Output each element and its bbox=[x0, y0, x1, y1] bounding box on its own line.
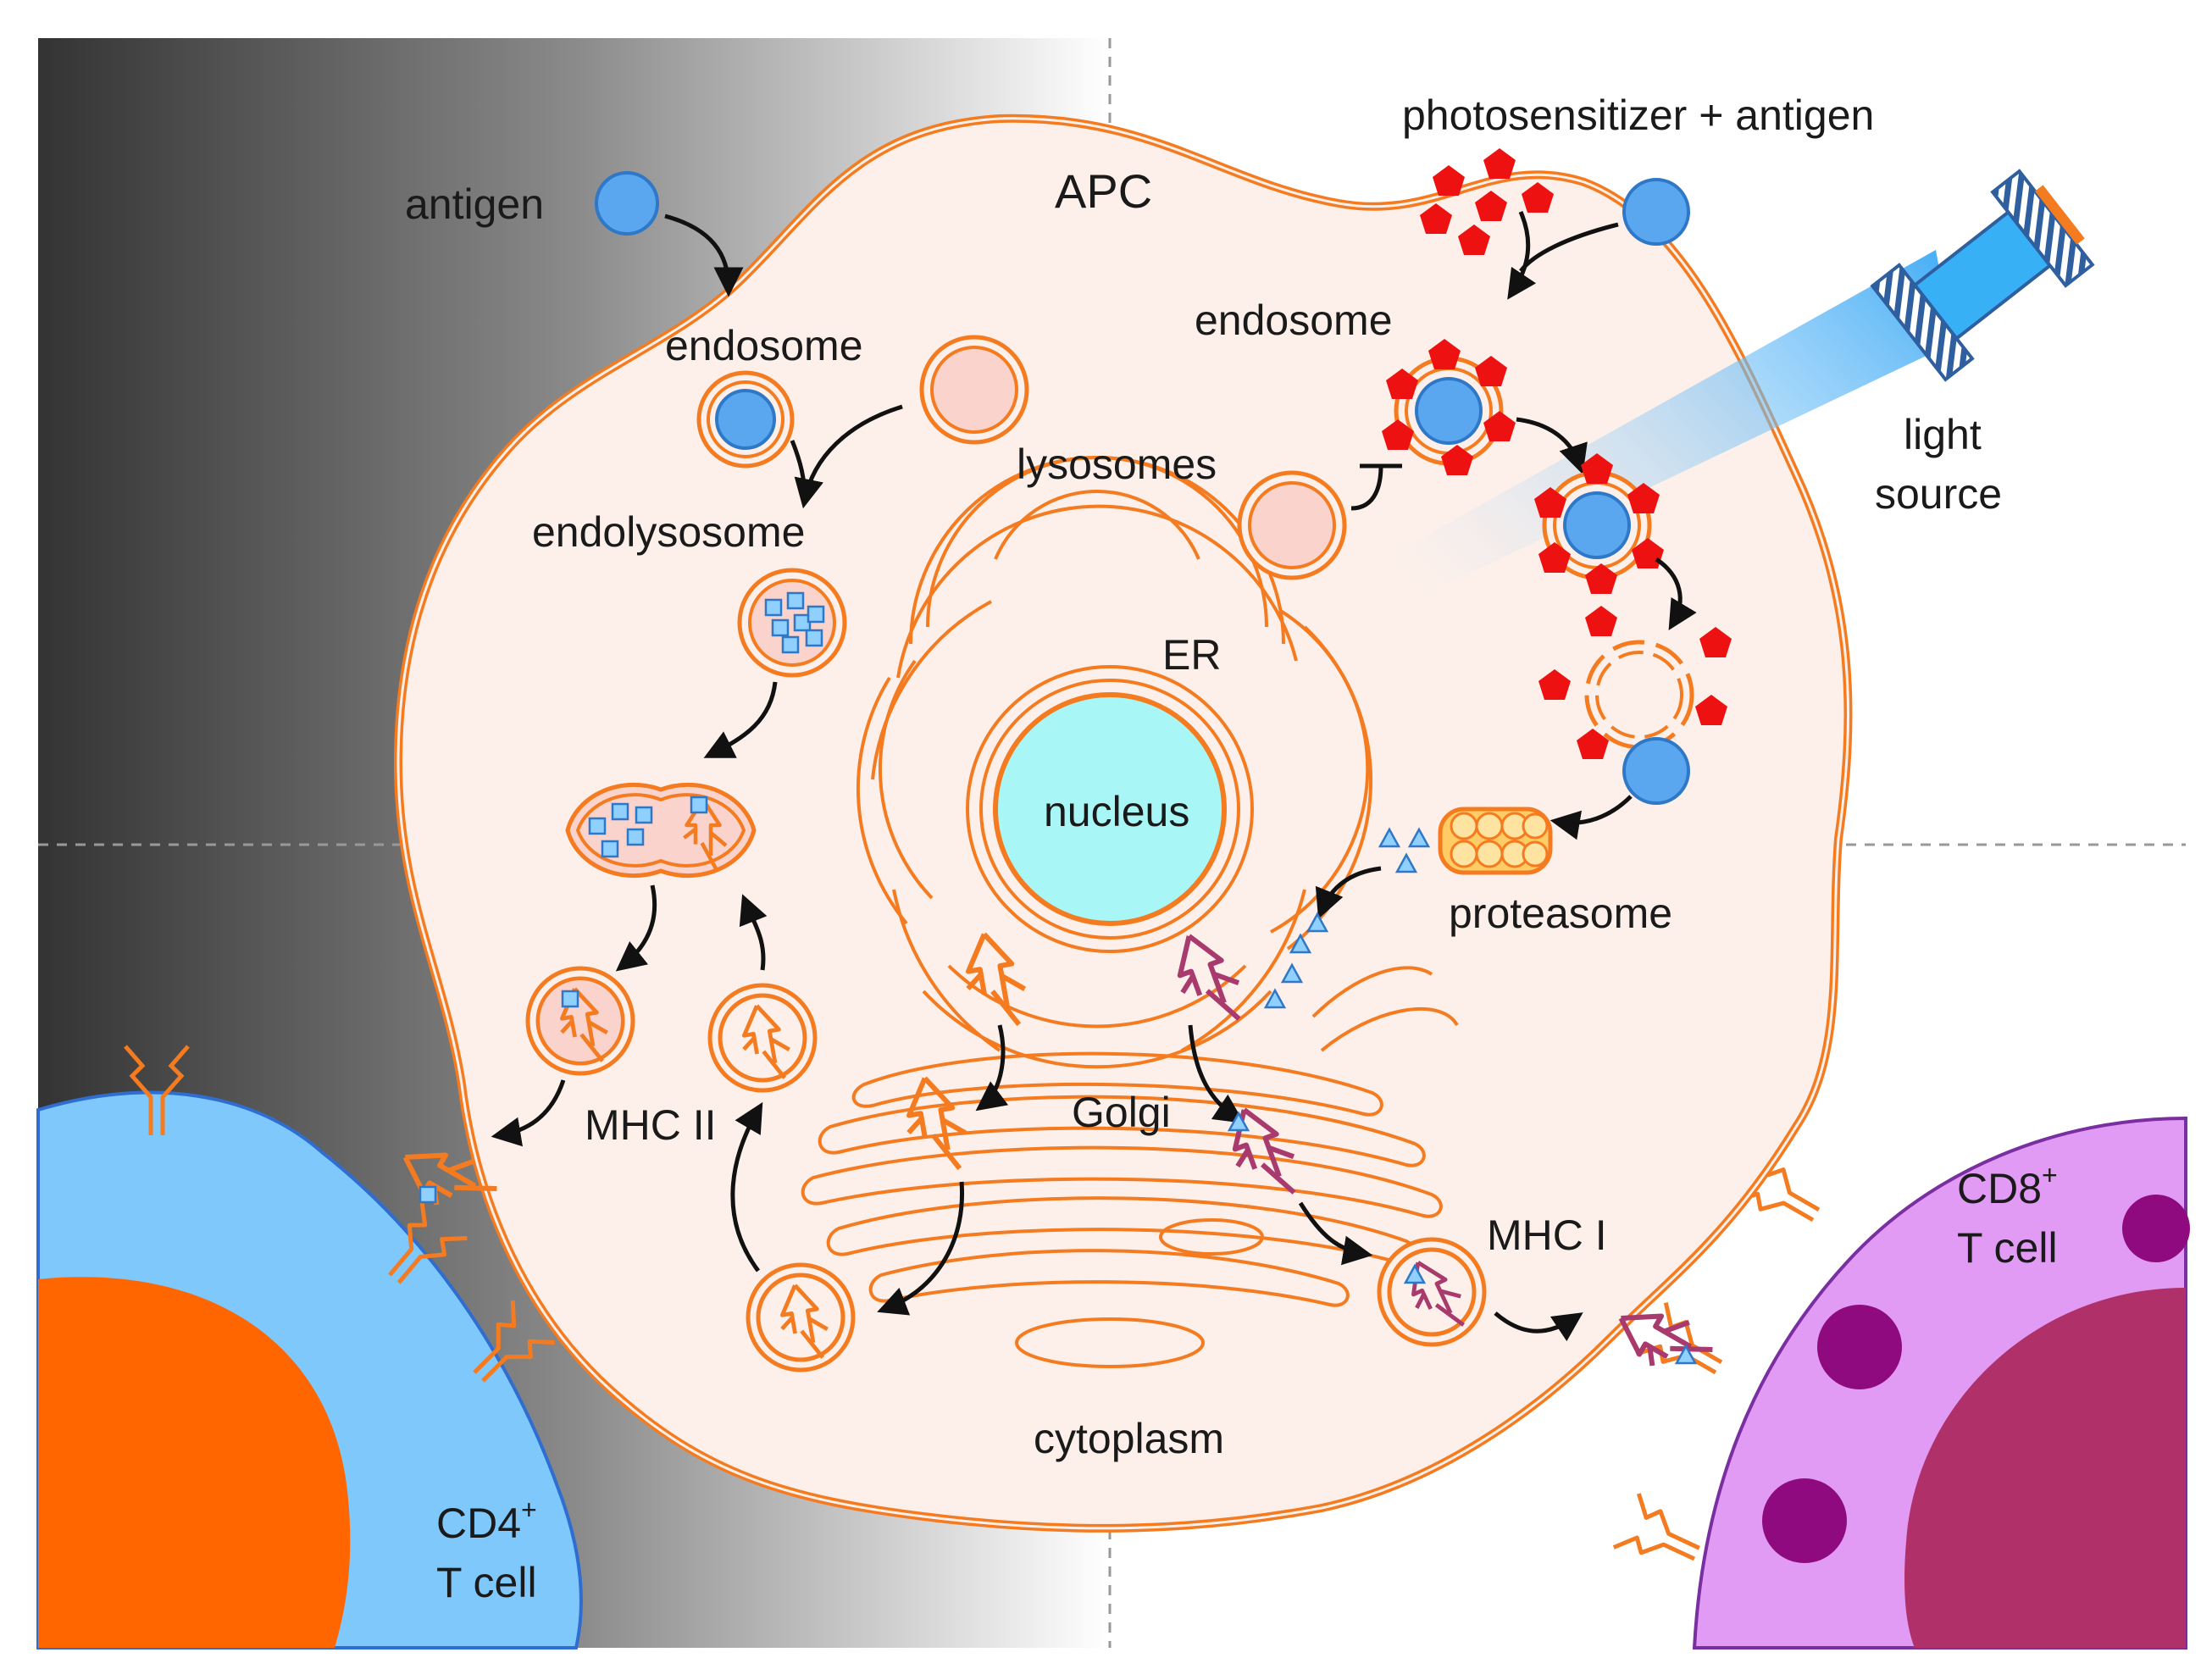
arrow-recycle-up bbox=[739, 894, 768, 971]
proteasome bbox=[1438, 807, 1553, 875]
arrow-ps-rupture bbox=[1655, 557, 1697, 631]
arrow-to-proteasome bbox=[1550, 795, 1633, 840]
arrow-golgi-to-vesicle bbox=[877, 1181, 965, 1316]
lysosome-left bbox=[919, 335, 1029, 445]
label-lysosomes: lysosomes bbox=[1017, 441, 1217, 488]
label-proteasome: proteasome bbox=[1449, 890, 1672, 937]
arrow-golgi-to-mhc2 bbox=[730, 1101, 763, 1272]
mhc2-vesicle bbox=[710, 985, 815, 1090]
cd8-tcr-3 bbox=[1614, 1494, 1710, 1580]
arrow-mhc1-to-surface bbox=[1494, 1311, 1583, 1342]
cd8-granule bbox=[1762, 1478, 1847, 1563]
label-endolysosome: endolysosome bbox=[532, 508, 805, 556]
mhc2-loaded-vesicle bbox=[528, 968, 633, 1073]
label-endosome-right: endosome bbox=[1195, 297, 1393, 344]
light-source-device[interactable] bbox=[1870, 165, 2100, 382]
cd4-t-cell bbox=[36, 1045, 583, 1650]
label-golgi: Golgi bbox=[1072, 1089, 1171, 1136]
golgi-vesicle-mhc2 bbox=[748, 1265, 853, 1370]
antigen-particle bbox=[595, 171, 659, 236]
label-antigen: antigen bbox=[405, 180, 544, 228]
arrow-to-mhc2-loaded bbox=[615, 884, 657, 972]
label-source: source bbox=[1875, 470, 2002, 518]
arrow-er-to-golgi-mhc1 bbox=[1188, 1024, 1245, 1123]
cd8-granule bbox=[1817, 1305, 1902, 1389]
label-cd4: CD4+ bbox=[436, 1494, 537, 1547]
cd8-t-cell bbox=[1614, 1116, 2190, 1650]
label-mhc2: MHC II bbox=[585, 1101, 717, 1149]
inhibit-line bbox=[1350, 465, 1383, 511]
mhc1-vesicle bbox=[1379, 1239, 1484, 1345]
ps-endosome-2 bbox=[1534, 453, 1664, 594]
cd4-receptor-top bbox=[124, 1045, 190, 1135]
arrow-er-to-golgi-mhc2 bbox=[975, 1024, 1009, 1112]
light-beam bbox=[1322, 250, 1953, 644]
nucleus bbox=[993, 692, 1227, 926]
ruptured-endosome bbox=[1538, 606, 1732, 759]
arrow-antigen-uptake bbox=[664, 213, 744, 297]
label-endosome-left: endosome bbox=[665, 322, 863, 369]
label-er: ER bbox=[1162, 631, 1221, 679]
arrow-golgi-to-mhc1-vesicle bbox=[1298, 1201, 1373, 1266]
released-antigen bbox=[1622, 737, 1690, 805]
label-cd8: CD8+ bbox=[1957, 1160, 2058, 1212]
arrow-endolysosome-down bbox=[703, 681, 778, 758]
arrow-fusion bbox=[794, 404, 903, 509]
arrow-mhc2-to-surface bbox=[491, 1079, 566, 1147]
label-cd8-tcell: T cell bbox=[1957, 1224, 2058, 1272]
arrow-peptide-transport bbox=[1315, 866, 1382, 919]
cd8-granule bbox=[2122, 1195, 2190, 1262]
label-nucleus: nucleus bbox=[1044, 788, 1189, 835]
label-cd4-tcell: T cell bbox=[436, 1559, 537, 1606]
label-apc: APC bbox=[1055, 164, 1152, 218]
arrow-ps-uptake bbox=[1507, 211, 1537, 300]
endolysosome bbox=[737, 568, 847, 678]
label-photosensitizer-antigen: photosensitizer + antigen bbox=[1402, 91, 1874, 139]
label-mhc1: MHC I bbox=[1487, 1211, 1607, 1259]
lysosome-right bbox=[1237, 470, 1347, 580]
label-light: light bbox=[1904, 411, 1982, 458]
ps-endosome-1 bbox=[1382, 339, 1516, 475]
label-cytoplasm: cytoplasm bbox=[1034, 1415, 1224, 1462]
cd4-nucleus bbox=[38, 1277, 351, 1648]
antigen-particle-right bbox=[1622, 178, 1690, 246]
fusing-vesicles bbox=[565, 782, 757, 879]
arrow-ps-endosome bbox=[1516, 417, 1588, 474]
endosome-left bbox=[696, 370, 795, 469]
cd8-nucleus bbox=[1904, 1288, 2186, 1648]
